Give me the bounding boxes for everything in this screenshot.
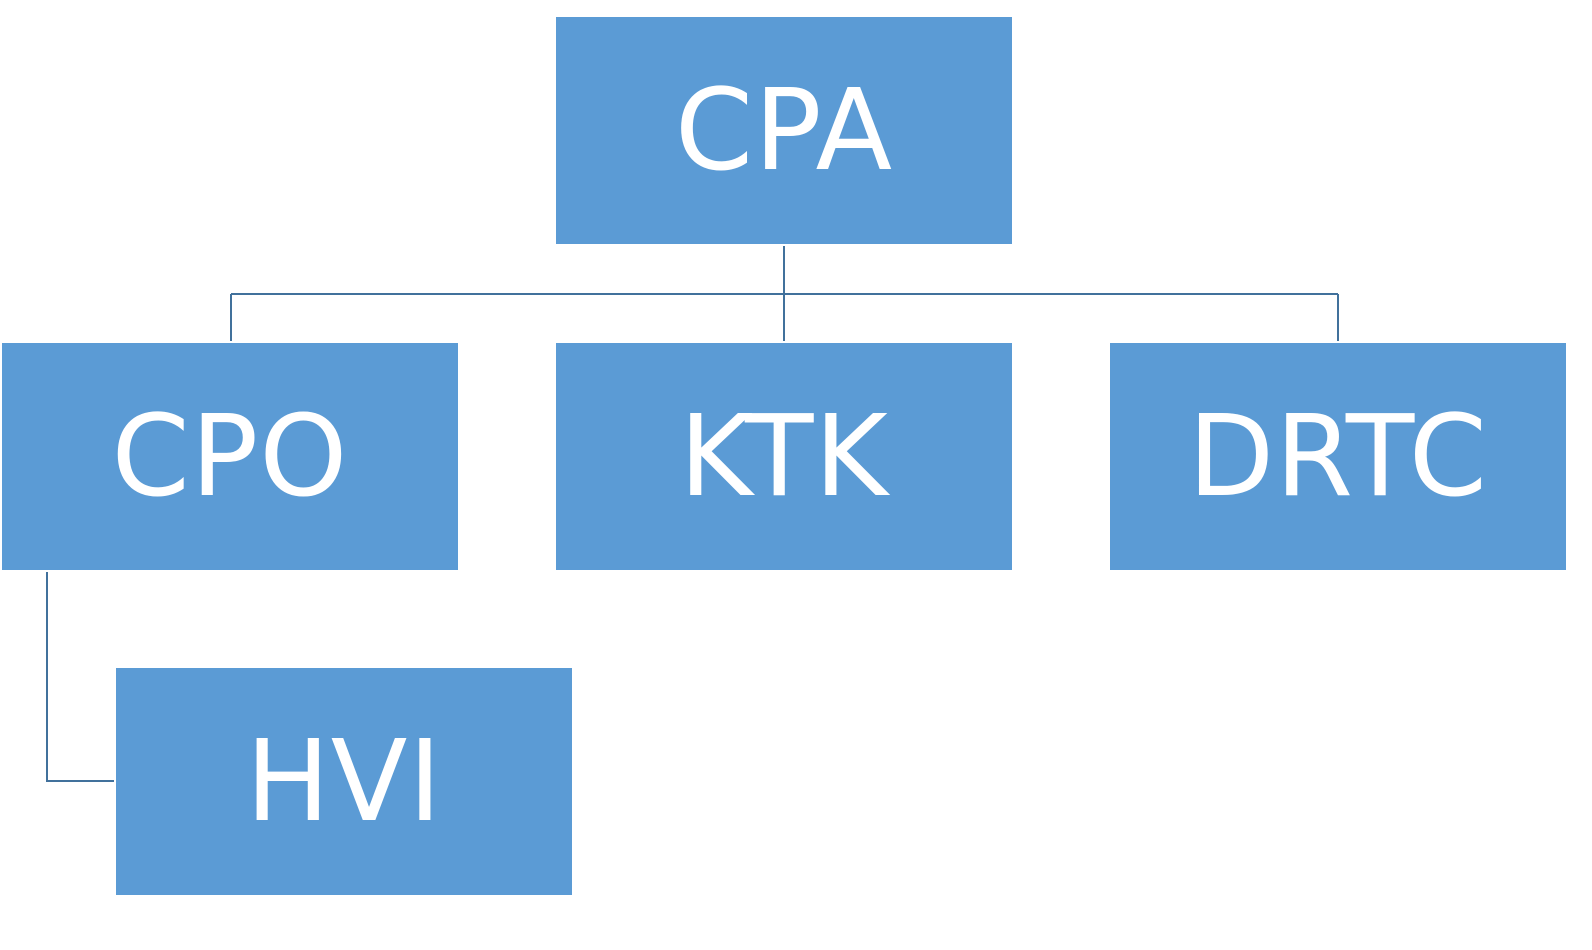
node-cpa: CPA	[556, 17, 1012, 244]
connector-cpo-to-hvi	[46, 572, 114, 782]
node-cpo: CPO	[2, 343, 458, 570]
node-label-hvi: HVI	[245, 716, 443, 847]
node-label-drtc: DRTC	[1188, 391, 1488, 522]
node-label-cpo: CPO	[111, 391, 349, 522]
node-label-cpa: CPA	[674, 65, 894, 196]
node-ktk: KTK	[556, 343, 1012, 570]
node-drtc: DRTC	[1110, 343, 1566, 570]
node-label-ktk: KTK	[679, 391, 889, 522]
node-hvi: HVI	[116, 668, 572, 895]
